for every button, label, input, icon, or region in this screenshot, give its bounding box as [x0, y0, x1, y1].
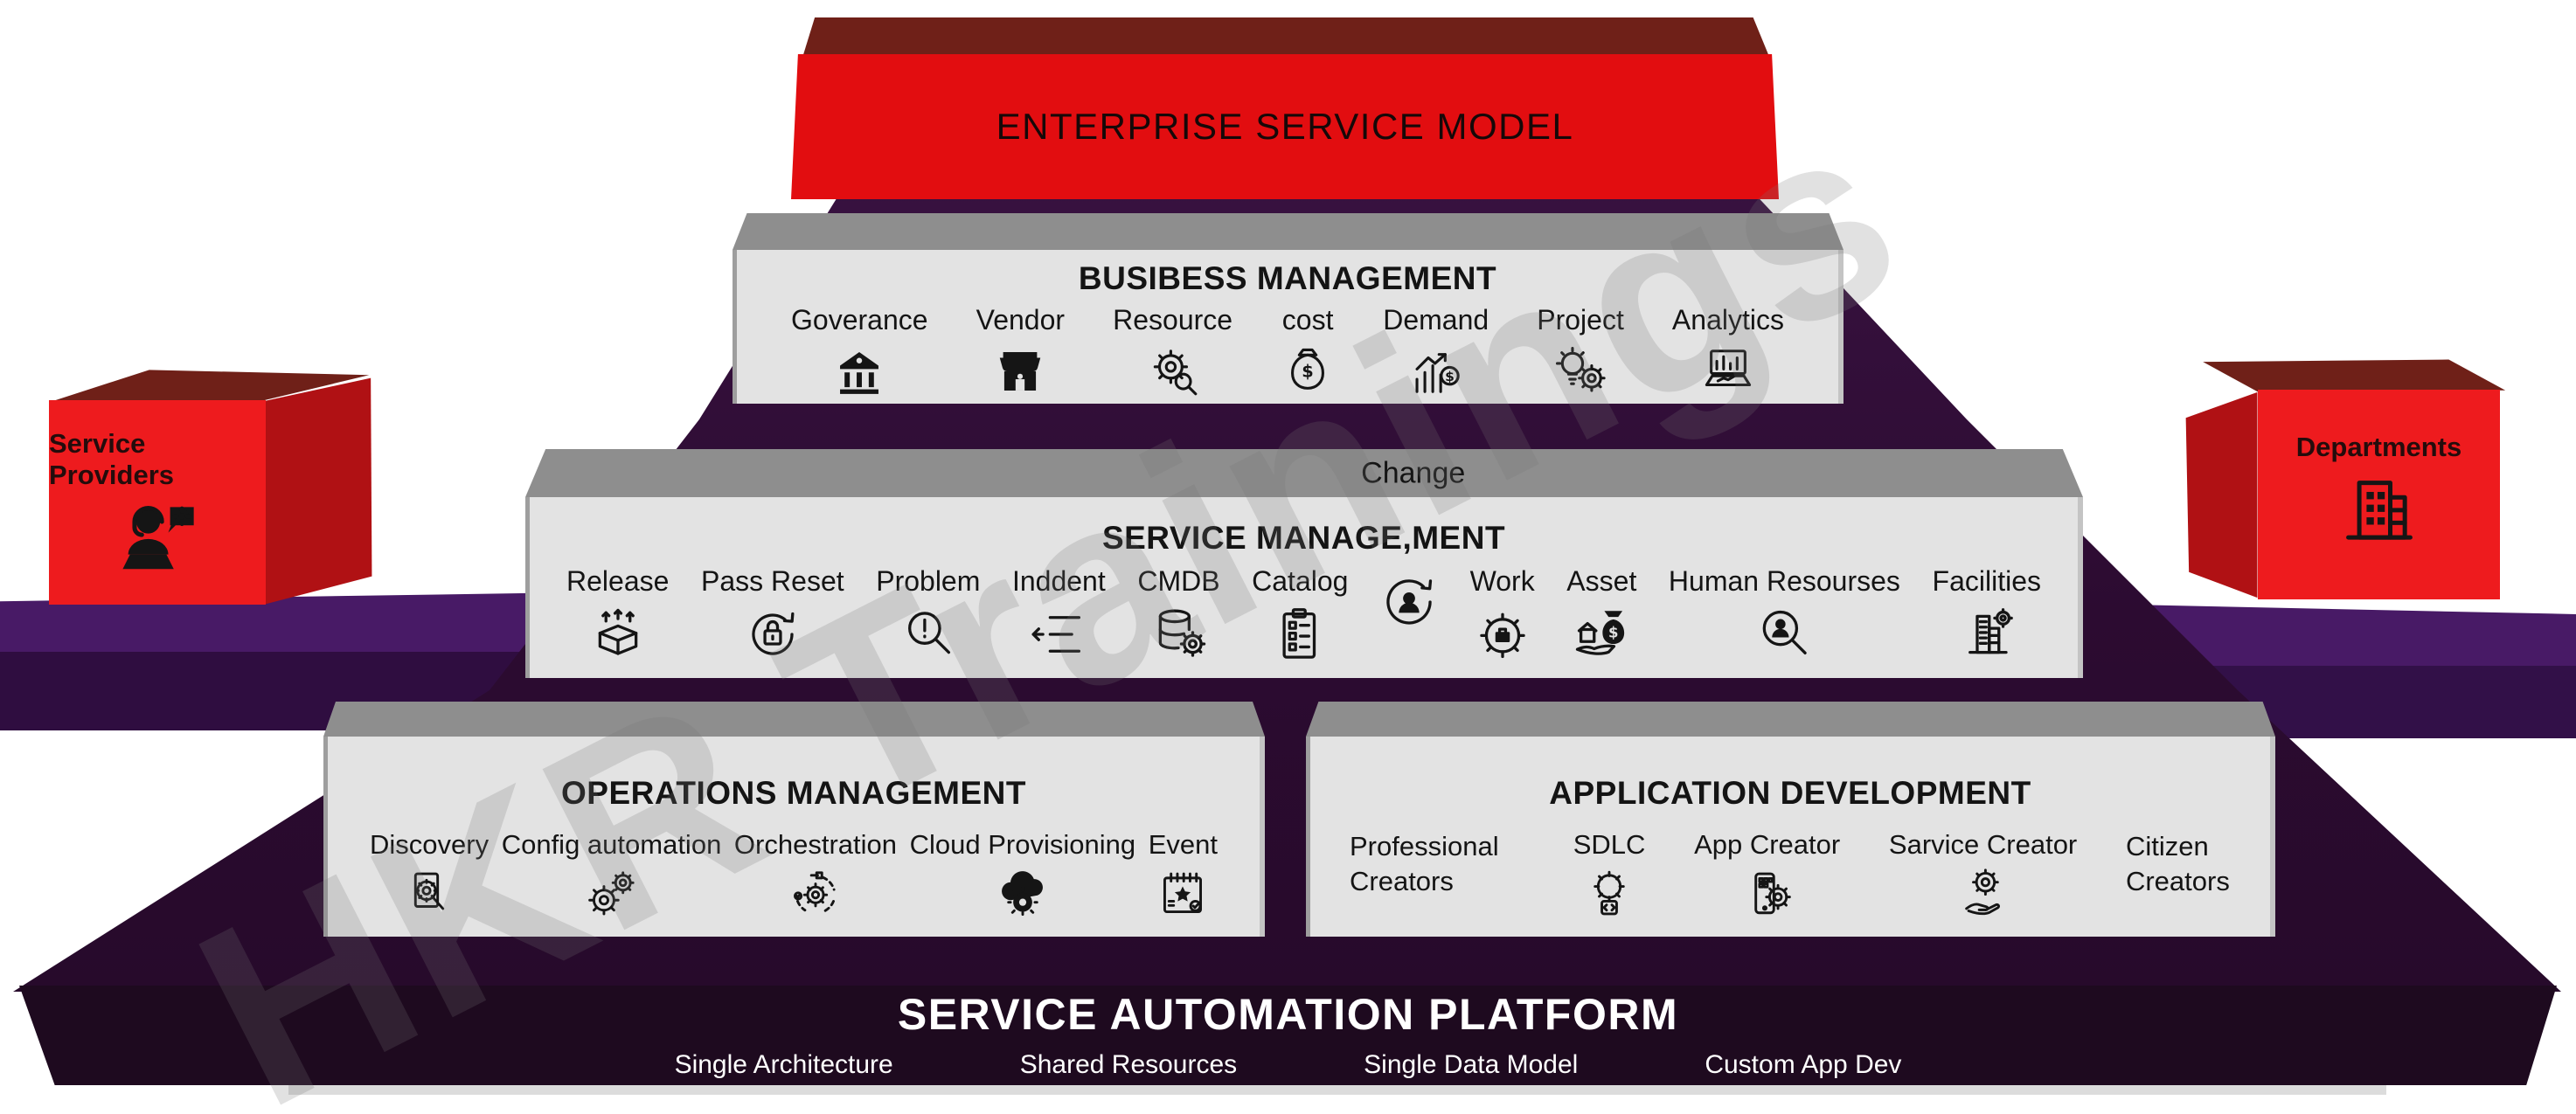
- item-asset: Asset $: [1566, 565, 1636, 663]
- facilities-building-icon: [1968, 608, 2013, 654]
- cloud-gear-icon: [1001, 871, 1043, 917]
- enterprise-bar-label: ENTERPRISE SERVICE MODEL: [996, 106, 1574, 147]
- svg-text:$: $: [1608, 624, 1618, 640]
- password-reset-icon: [752, 612, 795, 655]
- business-management-title: BUSIBESS MANAGEMENT: [1078, 260, 1497, 296]
- item-goverance: Goverance: [791, 304, 928, 398]
- departments-cube: Departments: [2258, 390, 2500, 599]
- work-gear-icon: [1479, 612, 1525, 659]
- item-cost: cost $: [1281, 304, 1335, 398]
- tier-business-bevel: [733, 213, 1843, 250]
- enterprise-bar: ENTERPRISE SERVICE MODEL: [791, 54, 1779, 199]
- office-building-icon: [2345, 481, 2413, 540]
- item-problem: Problem: [876, 565, 980, 663]
- tier-service-management: Change SERVICE MANAGE,MENT Release Pass …: [525, 449, 2083, 678]
- service-providers-cube-side: [264, 377, 372, 605]
- item-professional-creators: Professional Creators: [1350, 831, 1499, 897]
- orchestration-gear-icon: [793, 871, 836, 913]
- human-resources-icon: [1763, 610, 1808, 654]
- catalog-clipboard-icon: [1282, 608, 1316, 659]
- asset-money-icon: $: [1576, 611, 1625, 655]
- svg-text:$: $: [1302, 361, 1313, 381]
- change-edge-label: Change: [1361, 456, 1466, 489]
- item-config-automation: Config automation: [502, 829, 721, 919]
- support-agent-icon: [122, 506, 194, 570]
- item-app-creator: App Creator: [1694, 829, 1840, 919]
- item-work: Work: [1470, 565, 1535, 663]
- tier-application-bevel: [1306, 702, 2275, 737]
- service-management-title: SERVICE MANAGE,MENT: [1101, 520, 1506, 556]
- feature-single-architecture: Single Architecture: [674, 1050, 893, 1079]
- item-cmdb: CMDB: [1137, 565, 1220, 663]
- release-box-icon: [598, 608, 637, 655]
- item-change: [1380, 565, 1438, 631]
- idea-gear-icon: [1556, 346, 1606, 392]
- item-discovery: Discovery: [370, 829, 489, 919]
- problem-search-icon: [907, 612, 950, 654]
- item-human-resources: Human Resourses: [1669, 565, 1900, 663]
- tier-business-management: BUSIBESS MANAGEMENT Goverance Vendor: [733, 213, 1843, 404]
- analytics-laptop-icon: [1705, 349, 1752, 387]
- platform-title: SERVICE AUTOMATION PLATFORM: [897, 990, 1679, 1039]
- item-analytics: Analytics: [1672, 304, 1784, 398]
- gear-magnifier-icon: [1153, 349, 1197, 396]
- bank-icon: [840, 352, 879, 394]
- config-gears-icon: [587, 871, 635, 916]
- application-development-title: APPLICATION DEVELOPMENT: [1549, 775, 2031, 811]
- svg-text:$: $: [1445, 369, 1455, 384]
- item-cloud-provisioning: Cloud Provisioning: [910, 829, 1135, 919]
- sdlc-code-gear-icon: [1594, 870, 1625, 916]
- item-sarvice-creator: Sarvice Creator: [1889, 829, 2077, 919]
- departments-cube-side: [2185, 391, 2258, 599]
- service-hand-gear-icon: [1964, 868, 2000, 916]
- departments-cube-top: [2203, 359, 2506, 392]
- item-citizen-creators: Citizen Creators: [2125, 831, 2230, 897]
- item-vendor: Vendor: [976, 304, 1065, 398]
- item-facilities: Facilities: [1933, 565, 2041, 663]
- item-demand: Demand $: [1383, 304, 1489, 398]
- item-event: Event: [1149, 829, 1218, 919]
- tier-operations-bevel: [323, 702, 1265, 737]
- tier-service-bevel: Change: [525, 449, 2083, 497]
- feature-custom-app-dev: Custom App Dev: [1705, 1050, 1902, 1079]
- tier-application-development: APPLICATION DEVELOPMENT Professional Cre…: [1306, 702, 2275, 937]
- item-pass-reset: Pass Reset: [701, 565, 844, 663]
- item-inddent: Inddent: [1012, 565, 1106, 663]
- item-sdlc: SDLC: [1573, 829, 1645, 919]
- incident-list-icon: [1031, 616, 1081, 653]
- demand-growth-icon: $: [1415, 353, 1460, 393]
- item-catalog: Catalog: [1252, 565, 1348, 663]
- service-providers-label: Service Providers: [49, 428, 175, 490]
- money-bag-icon: $: [1291, 348, 1325, 390]
- enterprise-bar-top: [802, 17, 1769, 56]
- cmdb-database-icon: [1159, 609, 1206, 657]
- departments-label: Departments: [2295, 432, 2462, 462]
- platform-features: Single Architecture Shared Resources Sin…: [675, 1050, 1902, 1080]
- operations-management-title: OPERATIONS MANAGEMENT: [561, 775, 1026, 811]
- discovery-doc-icon: [413, 872, 445, 910]
- item-orchestration: Orchestration: [734, 829, 897, 919]
- change-user-icon: [1386, 579, 1433, 625]
- event-calendar-icon: [1163, 872, 1203, 913]
- service-automation-platform: SERVICE AUTOMATION PLATFORM Single Archi…: [19, 986, 2557, 1085]
- tier-operations-management: OPERATIONS MANAGEMENT Discovery Config a…: [323, 702, 1265, 937]
- feature-shared-resources: Shared Resources: [1019, 1050, 1238, 1079]
- storefront-icon: [1000, 352, 1041, 391]
- service-providers-cube: Service Providers: [49, 400, 266, 605]
- item-project: Project: [1537, 304, 1624, 398]
- app-phone-icon: [1753, 872, 1791, 915]
- feature-single-data-model: Single Data Model: [1364, 1050, 1579, 1079]
- ground-shadow: [288, 1085, 2386, 1095]
- item-resource: Resource: [1113, 304, 1232, 398]
- item-release: Release: [566, 565, 669, 663]
